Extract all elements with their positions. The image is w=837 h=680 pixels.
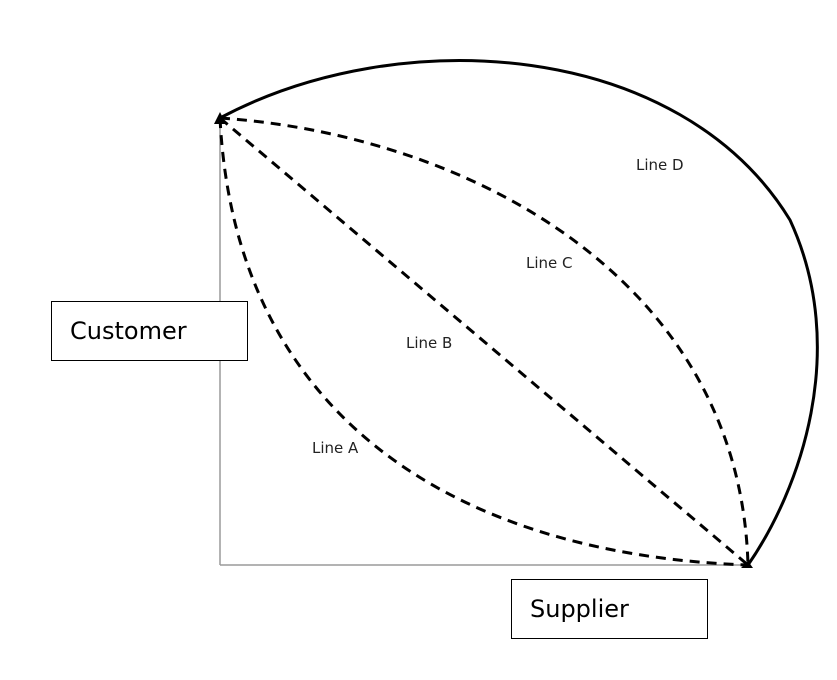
line-c-curve: [219, 116, 750, 566]
line-a-label: Line A: [312, 439, 359, 457]
line-b-diagonal: [219, 116, 749, 567]
line-d-curve: [219, 59, 819, 566]
line-b-label: Line B: [406, 334, 452, 352]
customer-label: Customer: [70, 317, 187, 345]
line-d-label: Line D: [636, 156, 684, 174]
supplier-endpoint-marker: [741, 561, 753, 568]
customer-endpoint-marker: [214, 112, 226, 124]
supplier-label: Supplier: [530, 595, 629, 623]
customer-box: Customer: [51, 301, 248, 361]
line-a-curve: [218, 117, 749, 567]
line-c-label: Line C: [526, 254, 573, 272]
supplier-box: Supplier: [511, 579, 708, 639]
